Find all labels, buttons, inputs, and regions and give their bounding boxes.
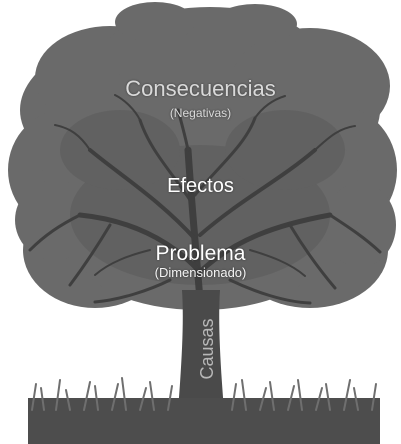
consequences-sublabel: (Negativas) (169, 106, 232, 120)
problem-label: Problema (155, 242, 246, 265)
problem-sublabel: (Dimensionado) (154, 265, 247, 280)
grass-blades (31, 377, 377, 411)
causes-label: Causas (197, 318, 217, 380)
consequences-label: Consecuencias (125, 76, 276, 101)
effects-label: Efectos (167, 175, 234, 197)
canopy-shading (60, 110, 345, 285)
tree-trunk (178, 290, 224, 410)
tree-branches (28, 94, 382, 305)
ground (28, 398, 380, 444)
